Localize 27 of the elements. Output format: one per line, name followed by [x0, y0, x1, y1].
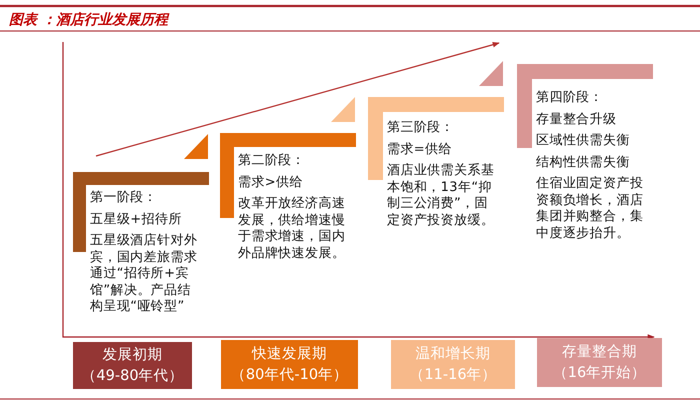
- stage-subtitle: 五星级+招待所: [90, 212, 183, 228]
- period-name: 存量整合期: [562, 342, 637, 362]
- period-box: [537, 338, 662, 387]
- period-years: （16年开始）: [552, 364, 646, 382]
- stage-subtitle: 需求=供给: [387, 142, 453, 158]
- period-box: [221, 340, 358, 389]
- period-years: （11-16年）: [409, 366, 497, 384]
- stage-heading: 第二阶段：: [238, 153, 306, 170]
- period-box: [73, 342, 192, 389]
- period-years: （80年代-10年）: [230, 366, 348, 384]
- stage-subtitle: 存量整合升级: [536, 112, 618, 128]
- stage-description: 改革开放经济高速发展，供给增速慢于需求增速，国内外品牌快速发展。: [238, 196, 346, 262]
- stage-description: 五星级酒店针对外宾，国内差旅需求通过“招待所+宾馆”解决。产品结构呈现“哑铃型”: [90, 233, 198, 316]
- period-name: 快速发展期: [252, 344, 327, 364]
- stage-subtitle: 区域性供需失衡: [536, 133, 631, 150]
- stage-heading: 第四阶段：: [536, 90, 604, 106]
- period-name: 温和增长期: [416, 344, 490, 364]
- title: 图表 ：酒店行业发展历程: [9, 11, 168, 29]
- period-box: [391, 340, 515, 389]
- stage-description: 酒店业供需关系基本饱和，13年“抑制三公消费”，固定资产投资放缓。: [387, 163, 496, 229]
- stage-description: 住宿业固定资产投资额负增长，酒店集团并购整合，集中度逐步抬升。: [536, 176, 644, 242]
- stage-subtitle: 需求>供给: [238, 174, 304, 191]
- stage-heading: 第一阶段：: [90, 190, 158, 206]
- period-name: 发展初期: [102, 346, 162, 364]
- stage-subtitle: 结构性供需失衡: [536, 154, 631, 171]
- period-years: （49-80年代）: [81, 366, 184, 386]
- stage-heading: 第三阶段：: [387, 120, 455, 136]
